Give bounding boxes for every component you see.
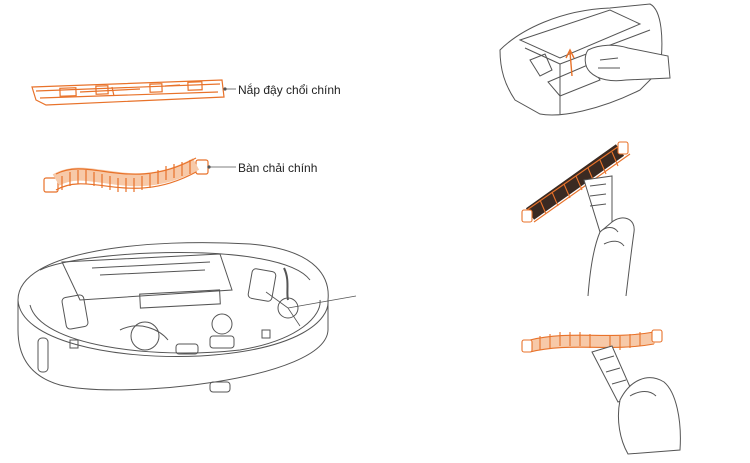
robot-vacuum-bottom-icon — [17, 242, 357, 393]
main-brush-icon — [521, 329, 663, 353]
hand-icon — [584, 44, 671, 82]
main-brush-icon — [521, 141, 631, 223]
hand-icon — [617, 377, 681, 455]
hand-icon — [587, 217, 635, 297]
brush-cover-label: Nắp đậy chổi chính — [238, 83, 341, 97]
cleaning-tool-icon — [583, 175, 613, 233]
leader-dot-brush — [207, 165, 211, 169]
main-brush-icon — [43, 157, 209, 193]
brush-cover-icon — [31, 79, 225, 106]
main-brush-label: Bàn chải chính — [238, 161, 318, 175]
leader-dot-cover — [223, 87, 227, 91]
